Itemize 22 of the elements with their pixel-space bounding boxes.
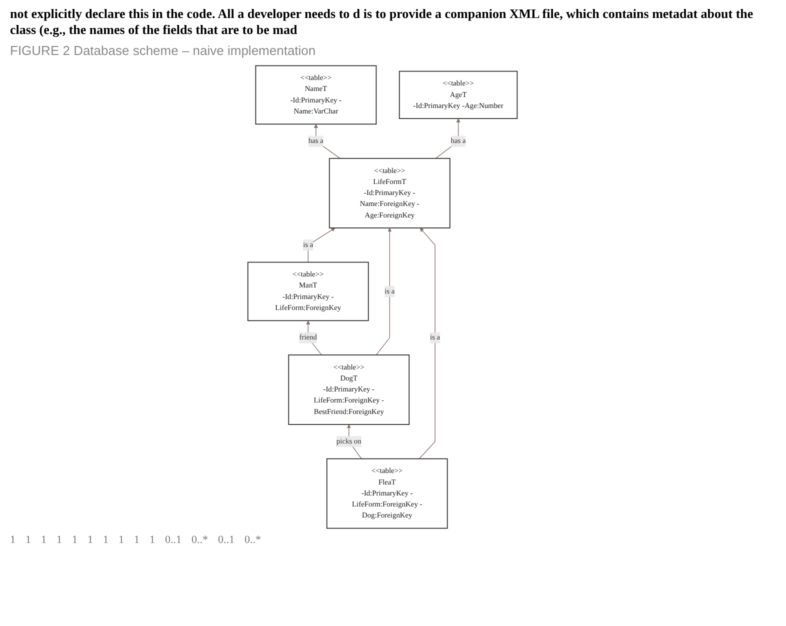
multiplicity-label: 1: [26, 534, 31, 546]
arrow: [419, 227, 436, 459]
multiplicity-label: 1: [103, 534, 108, 546]
multiplicity-label: 1: [10, 534, 16, 546]
multiplicity-label: 1: [72, 534, 78, 546]
multiplicity-label: 0..*: [192, 534, 208, 546]
arrow: [436, 118, 461, 158]
multiplicity-label: 1: [118, 534, 124, 546]
arrow: [376, 227, 392, 355]
multiplicity-label: 0..1: [218, 534, 234, 546]
multiplicity-label: 1: [134, 534, 140, 546]
multiplicity-label: 0..*: [244, 534, 261, 546]
multiplicity-label: 1: [88, 534, 93, 546]
multiplicity-label: 1: [150, 534, 155, 546]
body-paragraph: not explicitly declare this in the code. All a developer needs to d is to provide a companion XML file, which contains metadat about the class (e.g., the names of the fields that are to be mad: [10, 6, 754, 38]
arrow: [306, 320, 322, 355]
arrow: [314, 123, 342, 158]
arrow: [308, 227, 336, 262]
multiplicity-label: 1: [56, 534, 62, 546]
figure-caption: FIGURE 2 Database scheme – naive implementation: [10, 42, 317, 58]
multiplicity-label: 0..1: [165, 534, 182, 546]
multiplicity-label: 1: [41, 534, 46, 546]
